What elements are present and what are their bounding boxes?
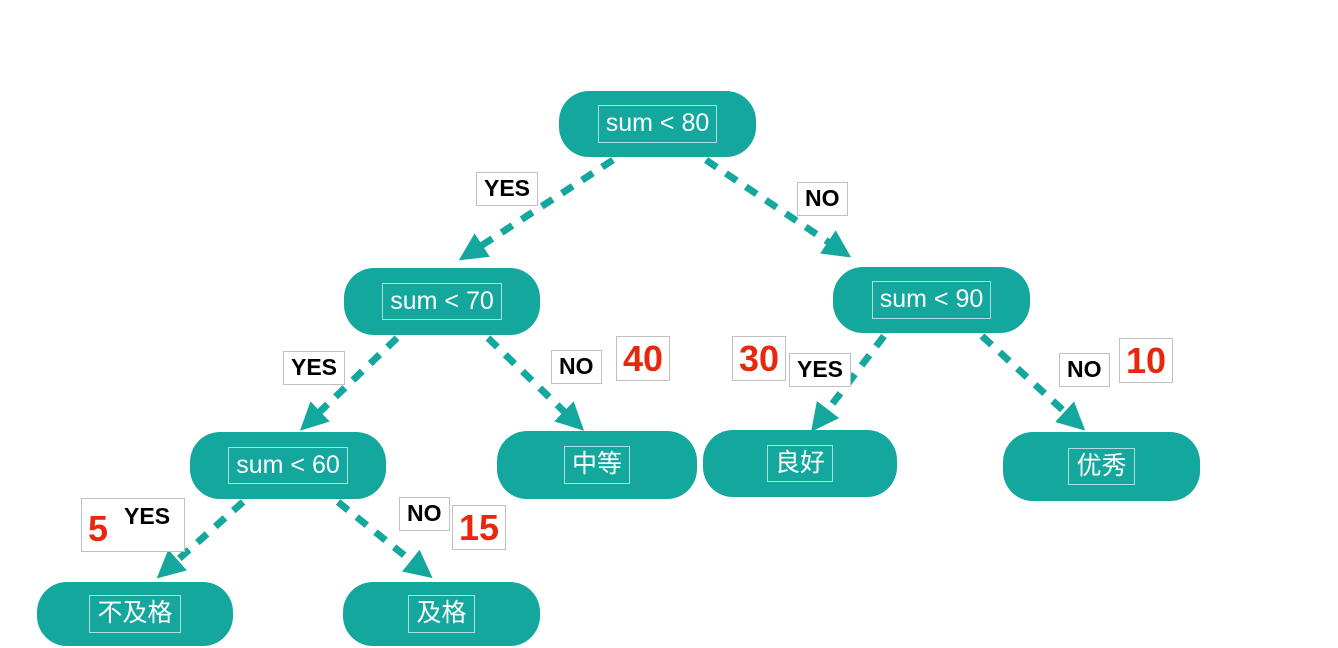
edge-sum90-no-excellent (979, 333, 1086, 431)
node-sum-70[interactable]: sum < 70 (344, 268, 540, 335)
node-excellent-label: 优秀 (1068, 447, 1135, 486)
edge-sum60-no-pass (335, 499, 433, 579)
edge-label-yes-sum90-left: YES (789, 353, 852, 387)
count-and-label-fail: 5 YES (81, 498, 185, 552)
node-medium[interactable]: 中等 (497, 431, 697, 499)
count-badge-good: 30 (732, 336, 787, 382)
node-sum-60-label: sum < 60 (228, 446, 348, 485)
node-sum-90-label: sum < 90 (871, 281, 992, 319)
node-excellent[interactable]: 优秀 (1003, 432, 1200, 501)
node-sum-80-label: sum < 80 (597, 105, 718, 143)
count-badge-excellent: 10 (1119, 338, 1174, 384)
edge-sum80-no-sum90 (704, 157, 852, 258)
edge-label-yes-sum60-left: YES (124, 503, 171, 529)
edge-label-yes-sum70-left: YES (283, 351, 346, 385)
node-sum-80[interactable]: sum < 80 (559, 91, 756, 157)
edge-label-no-sum60-right: NO (399, 497, 450, 531)
node-sum-70-label: sum < 70 (382, 282, 502, 321)
node-good-label: 良好 (766, 444, 833, 483)
node-sum-60[interactable]: sum < 60 (190, 432, 386, 499)
node-good[interactable]: 良好 (703, 430, 897, 497)
node-pass-label: 及格 (408, 595, 475, 633)
node-sum-90[interactable]: sum < 90 (833, 267, 1030, 333)
edge-sum60-yes-fail (156, 499, 246, 579)
node-pass[interactable]: 及格 (343, 582, 540, 646)
node-medium-label: 中等 (563, 446, 630, 484)
edge-label-no-root-right: NO (797, 182, 848, 216)
edge-sum70-no-mid (485, 335, 585, 431)
edge-sum70-yes-sum60 (299, 335, 400, 431)
edge-label-no-sum70-right: NO (551, 350, 602, 384)
node-fail[interactable]: 不及格 (37, 582, 233, 646)
edge-label-yes-root-left: YES (476, 172, 539, 206)
node-fail-label: 不及格 (89, 595, 181, 633)
edge-sum80-yes-sum70 (458, 157, 615, 261)
count-badge-fail: 5 (88, 508, 109, 550)
count-badge-medium: 40 (616, 336, 671, 382)
count-badge-pass: 15 (452, 505, 507, 551)
edge-label-no-sum90-right: NO (1059, 353, 1110, 387)
